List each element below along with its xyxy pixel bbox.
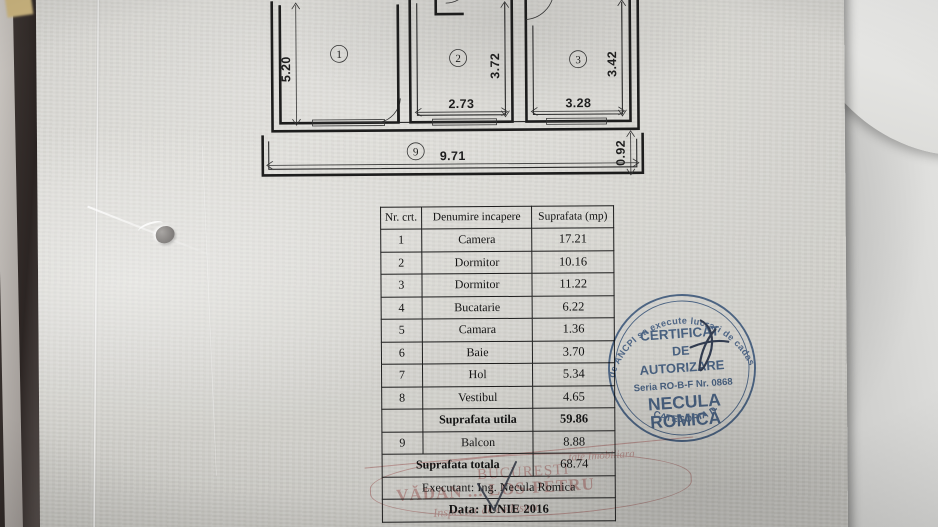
table-row-executant: Executant: Ing. Necula Romica xyxy=(382,475,616,500)
room-marker-2: 2 xyxy=(449,49,467,67)
stamp-name-last: ROMICĂ xyxy=(649,406,722,432)
svg-text:3.42: 3.42 xyxy=(605,51,619,77)
svg-text:5.20: 5.20 xyxy=(279,56,293,82)
cell-name: Dormitor xyxy=(421,273,533,297)
col-header-nr: Nr. crt. xyxy=(380,206,422,230)
signature-mark xyxy=(689,319,730,372)
table-row: 2 Dormitor 10.16 xyxy=(380,250,614,275)
room-marker-1: 1 xyxy=(330,44,348,63)
cell-name: Hol xyxy=(422,363,534,387)
cell-nr: 3 xyxy=(380,273,422,297)
table-row: 5 Camara 1.36 xyxy=(381,317,615,342)
cell-name: Vestibul xyxy=(422,385,534,409)
cell-nr: 6 xyxy=(381,341,423,365)
stamp-line-certificat: CERTIFICAT xyxy=(640,323,721,344)
cell-area: 10.16 xyxy=(532,250,614,274)
cell-nr: 1 xyxy=(380,228,422,252)
table-header-row: Nr. crt. Denumire incapere Suprafata (mp… xyxy=(380,205,614,230)
cell-nr: 4 xyxy=(381,296,422,320)
cell-nr: 8 xyxy=(381,386,423,410)
table-row: 9 Balcon 8.88 xyxy=(381,430,616,455)
table-row: 6 Baie 3.70 xyxy=(381,340,615,365)
cell-name: Camara xyxy=(421,318,533,342)
cell-name: Baie xyxy=(422,340,533,364)
svg-text:9.71: 9.71 xyxy=(440,149,466,163)
table-row-total: Suprafata totala 68.74 xyxy=(382,452,616,477)
area-table-wrapper: Nr. crt. Denumire incapere Suprafata (mp… xyxy=(380,205,616,522)
stamp-line-de: DE xyxy=(672,343,690,358)
stamp-line-autorizare: AUTORIZARE xyxy=(639,357,725,378)
cell-area: 17.21 xyxy=(532,227,614,251)
cell-nr: 5 xyxy=(381,318,423,342)
cell-total-label: Suprafata totala xyxy=(382,453,534,477)
svg-text:3.28: 3.28 xyxy=(565,96,591,110)
cell-name-utila: Suprafata utila xyxy=(422,408,534,432)
cell-nr: 2 xyxy=(380,251,422,275)
authorization-stamp: persoana fizica autorizata de ANCPI sa e… xyxy=(587,269,774,460)
svg-text:0.92: 0.92 xyxy=(614,140,628,166)
table-row-date: Data: IUNIE 2016 xyxy=(382,497,616,522)
paper-crease-vertical xyxy=(92,0,101,527)
svg-text:2: 2 xyxy=(455,53,461,65)
area-table: Nr. crt. Denumire incapere Suprafata (mp… xyxy=(380,205,616,522)
svg-text:2.73: 2.73 xyxy=(448,97,474,111)
table-row: 8 Vestibul 4.65 xyxy=(381,385,615,410)
table-row-subtotal: Suprafata utila 59.86 xyxy=(381,407,615,432)
table-row: 1 Camera 17.21 xyxy=(380,227,614,252)
cell-date: Data: IUNIE 2016 xyxy=(382,497,616,522)
col-header-name: Denumire incapere xyxy=(421,206,533,229)
cell-executant: Executant: Ing. Necula Romica xyxy=(382,475,616,500)
floor-plan-drawing: 5.20 2.24 3.72 3.42 2.73 3.28 0. xyxy=(249,0,671,189)
svg-text:3: 3 xyxy=(575,54,581,66)
room-marker-3: 3 xyxy=(569,50,587,69)
cell-nr: 9 xyxy=(381,431,423,455)
table-row: 4 Bucatarie 6.22 xyxy=(381,295,615,320)
paper-crease-secondary xyxy=(201,145,218,476)
table-row: 7 Hol 5.34 xyxy=(381,362,615,387)
cell-nr xyxy=(381,408,423,432)
table-row: 3 Dormitor 11.22 xyxy=(380,272,615,297)
svg-text:9: 9 xyxy=(413,146,419,158)
svg-text:3.72: 3.72 xyxy=(488,53,502,79)
cell-name: Dormitor xyxy=(421,250,533,274)
room-marker-9-balcony: 9 xyxy=(406,142,425,161)
cell-name: Camera xyxy=(421,228,533,252)
paper-crease-diagonal xyxy=(87,205,219,259)
cell-name: Balcon xyxy=(422,430,534,454)
cell-name: Bucatarie xyxy=(421,295,533,319)
col-header-area: Suprafata (mp) xyxy=(531,205,614,229)
cell-nr: 7 xyxy=(381,363,423,387)
svg-text:1: 1 xyxy=(336,49,342,61)
